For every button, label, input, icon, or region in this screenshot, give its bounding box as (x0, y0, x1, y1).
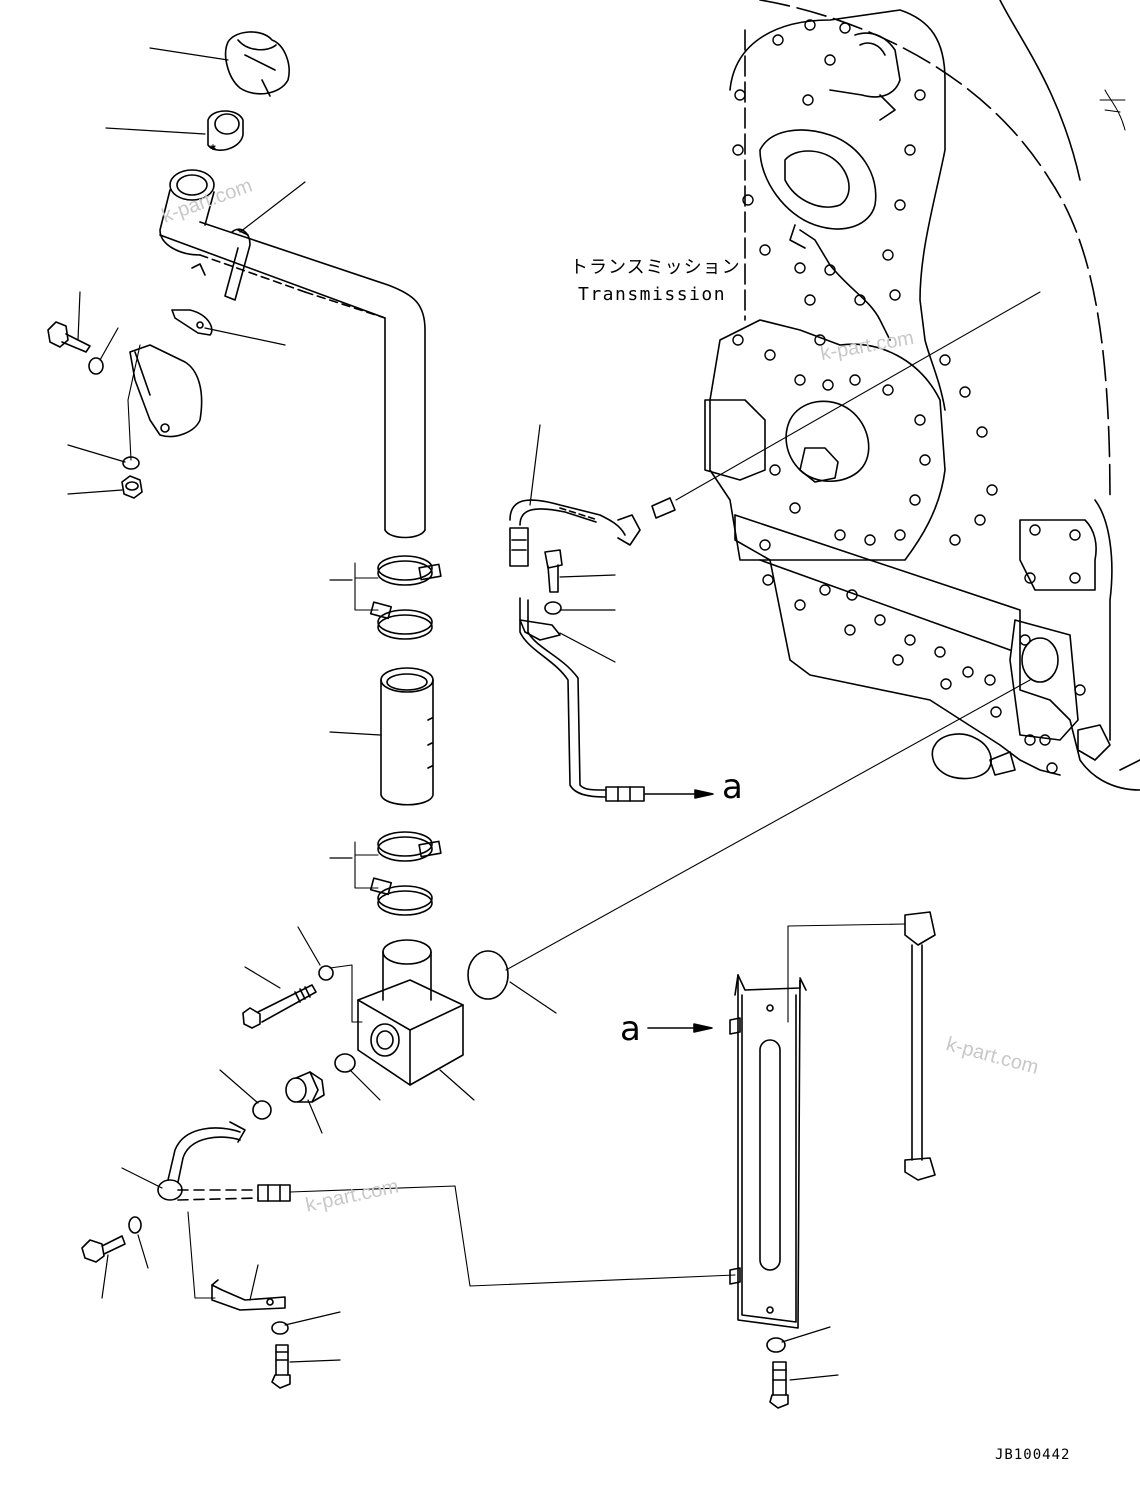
washer-long-bolt (318, 965, 334, 981)
filler-pipe (159, 169, 426, 539)
hose-clip (519, 619, 561, 641)
pipe-clamp (224, 228, 251, 301)
o-ring-small (334, 1053, 356, 1073)
hose-clamp-upper-1 (377, 555, 442, 586)
sight-gauge-bracket (729, 974, 807, 1329)
gauge-bolt (769, 1361, 789, 1409)
nut-lower-left (121, 475, 143, 499)
washer-top-left (88, 357, 104, 375)
bolt-bottom (271, 1344, 291, 1389)
drain-hose (157, 1121, 291, 1202)
elbow-nipple (651, 497, 676, 519)
cap-label-plate: ✱ (207, 110, 244, 153)
transmission-label-jp: トランスミッション (570, 257, 741, 278)
lower-washer (128, 1216, 142, 1234)
hose-bolt (544, 549, 563, 593)
lower-bracket (211, 1279, 286, 1311)
arrow-to-a-top (644, 789, 714, 799)
washer-bottom (271, 1321, 289, 1335)
leader-lines (67, 47, 839, 1381)
bolt-top-left (47, 321, 91, 353)
filler-block (357, 939, 464, 1086)
mounting-bracket (129, 344, 203, 438)
filler-cap (224, 31, 290, 97)
long-bolt (242, 984, 317, 1029)
hose-clamp-lower-1 (377, 831, 442, 862)
housing-bolts (732, 19, 1086, 774)
washer-lower-left (122, 456, 140, 470)
assembly-lines (127, 291, 1041, 1299)
small-bracket (171, 263, 213, 336)
transmission-housing (704, 0, 1140, 791)
rubber-hose (380, 667, 434, 806)
gauge-washer (766, 1337, 786, 1353)
hose-washer (544, 601, 562, 615)
o-ring-large (467, 950, 509, 1000)
lower-bolt (81, 1235, 126, 1263)
drain-tube (519, 597, 645, 802)
plug-ball (252, 1100, 272, 1120)
hose-clamp-upper-2 (369, 601, 433, 640)
elbow-fitting (285, 1071, 325, 1103)
svg-text:✱: ✱ (210, 142, 216, 153)
drawing-code: JB100442 (995, 1447, 1071, 1463)
connection-marker-a-top: a (722, 767, 743, 807)
transmission-label-en: Transmission (578, 284, 727, 305)
level-gauge-tube (904, 911, 936, 1181)
arrow-to-a-mid (647, 1023, 713, 1033)
hose-clamp-lower-2 (369, 877, 433, 916)
connection-marker-a-mid: a (620, 1009, 641, 1049)
breather-hose (509, 499, 641, 567)
